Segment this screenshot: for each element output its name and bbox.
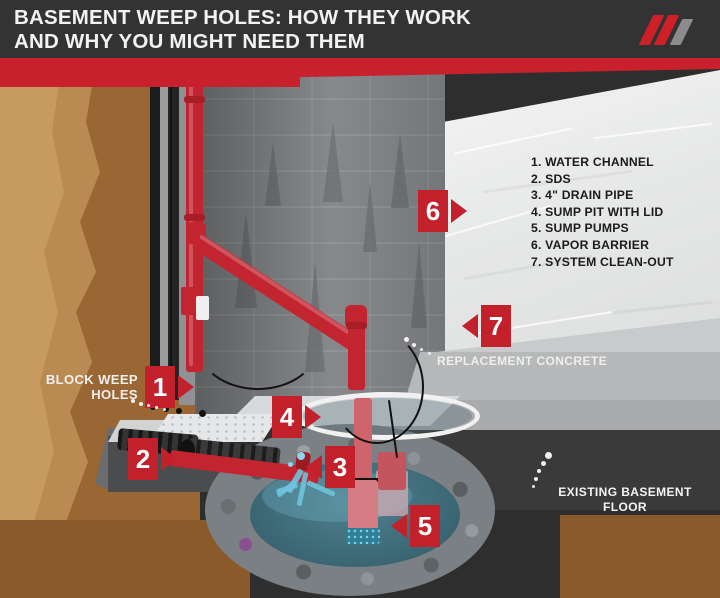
callout-arrow-right-icon [161,447,177,471]
pipe-collar [346,322,367,329]
vapor-wrinkle [593,122,713,140]
callout-arrow-right-icon [305,405,321,429]
label-existing-basement-floor: EXISTING BASEMENT FLOOR [558,485,692,514]
callout-number-1: 1 [145,366,175,408]
electrical-receptacle [196,296,209,320]
pipe-collar [184,96,205,103]
callout-number-7: 7 [481,305,511,347]
pipe-collar [184,214,205,221]
weep-hole [199,410,206,417]
wall-air-gap [160,60,168,400]
pump-intake-screen [346,528,380,544]
label-block-weep-holes: BLOCK WEEP HOLES [45,372,138,402]
soil-layer-bottom-left [0,520,250,598]
header-bar: BASEMENT WEEP HOLES: HOW THEY WORK AND W… [0,0,720,58]
legend-list: 1. WATER CHANNEL 2. SDS 3. 4" DRAIN PIPE… [531,154,674,270]
legend-item-1: 1. WATER CHANNEL [531,155,654,169]
callout-number-3: 3 [325,446,355,488]
callout-marker-3[interactable]: 3 [306,446,355,488]
legend-item-6: 6. VAPOR BARRIER [531,237,650,252]
weep-hole [176,408,182,414]
legend-item-2: 2. SDS [531,171,571,186]
power-cable [196,296,320,390]
soil-layer-bottom-right [560,515,720,598]
callout-marker-2[interactable]: 2 [128,438,177,480]
water-droplet [288,462,293,467]
callout-number-4: 4 [272,396,302,438]
weep-hole [163,406,169,412]
callout-marker-5[interactable]: 5 [391,505,440,547]
callout-marker-1[interactable]: 1 [145,366,194,408]
callout-arrow-right-icon [178,375,194,399]
wall-cable [170,70,172,370]
wall-exterior-edge [150,60,160,400]
drainage-matting [150,414,280,442]
legend-item-3: 3. 4" DRAIN PIPE [531,188,634,203]
callout-number-2: 2 [128,438,158,480]
callout-arrow-right-icon [451,199,467,223]
pump-cable [330,330,424,444]
legend-item-7: 7. SYSTEM CLEAN-OUT [531,254,674,269]
company-logo-icon [638,13,700,47]
callout-arrow-left-icon [391,514,407,538]
vapor-wrinkle [454,127,572,155]
label-replacement-concrete: REPLACEMENT CONCRETE [437,354,608,368]
callout-arrow-left-icon [462,314,478,338]
legend-item-5: 5. SUMP PUMPS [531,221,629,236]
callout-number-6: 6 [418,190,448,232]
primary-pump-body [348,480,378,532]
legend-item-4: 4. SUMP PIT WITH LID [531,204,664,219]
callout-arrow-left-icon [306,455,322,479]
water-droplet [297,452,305,460]
page-title: BASEMENT WEEP HOLES: HOW THEY WORK AND W… [14,6,472,53]
callout-marker-6[interactable]: 6 [418,190,467,232]
callout-marker-7[interactable]: 7 [462,305,511,347]
callout-number-5: 5 [410,505,440,547]
pipe-highlight [189,76,193,366]
wall-inner-edge [168,60,179,400]
callout-marker-4[interactable]: 4 [272,396,321,438]
secondary-pump-body [378,452,406,490]
vapor-wrinkle [613,300,713,315]
